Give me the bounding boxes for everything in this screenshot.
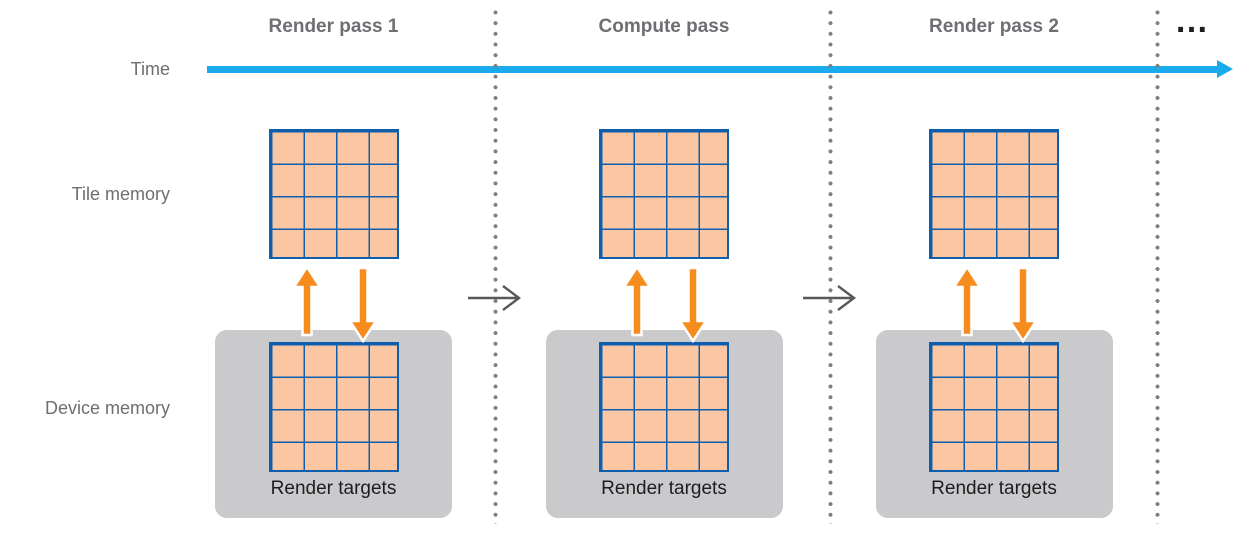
load-store-arrows [291,265,378,343]
pass-title: Render pass 2 [929,16,1059,37]
load-arrow-icon [951,265,983,337]
pass-section-compute: Compute pass Render targets [499,0,829,533]
next-pass-arrow-icon [468,285,521,311]
tile-memory-grid [929,129,1059,259]
device-memory-box: Render targets [215,330,452,518]
time-label: Time [130,59,170,79]
render-targets-label: Render targets [270,478,397,499]
store-arrow-icon [347,266,378,343]
render-targets-grid [929,342,1059,472]
pass-separator-line [493,10,498,524]
tile-memory-label: Tile memory [71,184,170,204]
load-store-arrows [951,265,1039,343]
load-store-arrows [621,265,709,343]
load-arrow-icon [621,265,653,337]
device-memory-box: Render targets [545,330,783,518]
store-arrow-icon [1007,266,1039,343]
render-targets-grid [599,342,729,472]
pass-title: Compute pass [598,16,730,37]
tile-memory-grid [268,129,399,259]
load-arrow-icon [291,265,322,337]
device-memory-box: Render targets [875,330,1113,518]
render-targets-label: Render targets [931,478,1057,499]
tile-memory-grid [599,129,729,259]
next-pass-arrow-icon [803,285,856,311]
render-targets-label: Render targets [601,478,727,499]
pass-separator-line [1155,10,1160,524]
pass-section-render-2: Render pass 2 Render targets [829,0,1159,533]
device-memory-label: Device memory [44,398,170,418]
pass-separator-line [828,10,833,524]
time-arrow-icon [1217,60,1233,78]
pass-section-render-1: Render pass 1 Render targets [169,0,499,533]
time-arrow-line [207,66,1219,73]
continuation-ellipsis: … [1174,2,1210,40]
store-arrow-icon [677,266,709,343]
render-targets-grid [268,342,399,472]
pass-title: Render pass 1 [268,16,399,37]
